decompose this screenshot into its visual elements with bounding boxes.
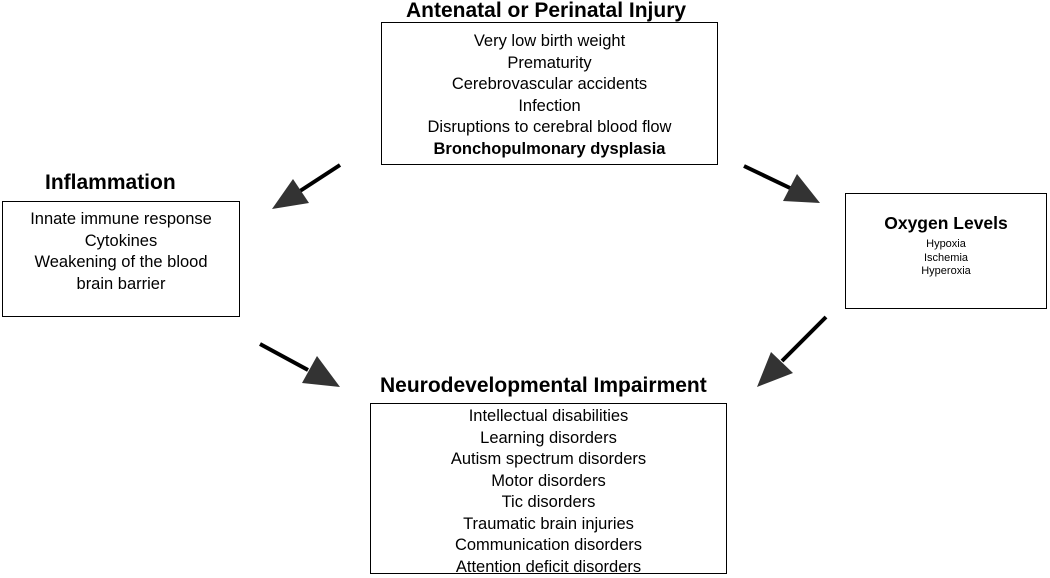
arrow-inflammation-to-neuro — [260, 344, 340, 387]
arrow-antenatal-to-inflammation — [272, 165, 340, 209]
arrow-antenatal-to-oxygen — [744, 166, 820, 203]
arrow-oxygen-to-neuro — [757, 317, 826, 387]
